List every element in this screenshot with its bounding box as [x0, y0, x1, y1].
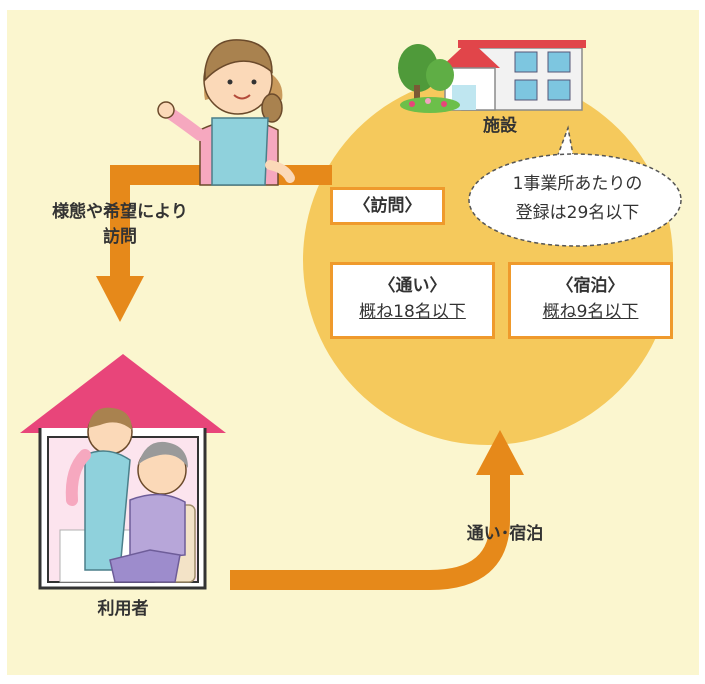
visit-service-title: 〈訪問〉 — [353, 196, 422, 216]
registration-note-text: 1事業所あたりの 登録は29名以下 — [470, 170, 685, 228]
stay-service-title: 〈宿泊〉 — [556, 276, 625, 296]
commute-stay-label: 通い･宿泊 — [466, 524, 544, 544]
commute-service-title: 〈通い〉 — [378, 276, 447, 296]
commute-flow-line — [230, 470, 510, 590]
registration-note-cloud — [468, 125, 682, 247]
facility-label: 施設 — [483, 116, 517, 136]
stay-service-capacity: 概ね9名以下 — [542, 302, 639, 322]
visit-arrow-head — [96, 276, 144, 322]
registration-note-line1: 1事業所あたりの — [512, 174, 643, 194]
visit-reason-label: 様態や希望により 訪問 — [30, 200, 210, 249]
visit-reason-line2: 訪問 — [103, 226, 137, 247]
visit-reason-line1: 様態や希望により — [52, 202, 188, 222]
registration-note-line2: 登録は29名以下 — [515, 203, 640, 223]
user-label: 利用者 — [97, 599, 149, 619]
stay-service-box: 〈宿泊〉 概ね9名以下 — [508, 262, 673, 339]
visit-service-box: 〈訪問〉 — [330, 187, 445, 225]
commute-service-capacity: 概ね18名以下 — [359, 302, 466, 322]
commute-arrow-head — [476, 430, 524, 475]
caregiver-illustration — [157, 39, 295, 186]
user-house-illustration — [20, 354, 226, 590]
commute-service-box: 〈通い〉 概ね18名以下 — [330, 262, 495, 339]
facility-building-illustration — [398, 40, 586, 113]
